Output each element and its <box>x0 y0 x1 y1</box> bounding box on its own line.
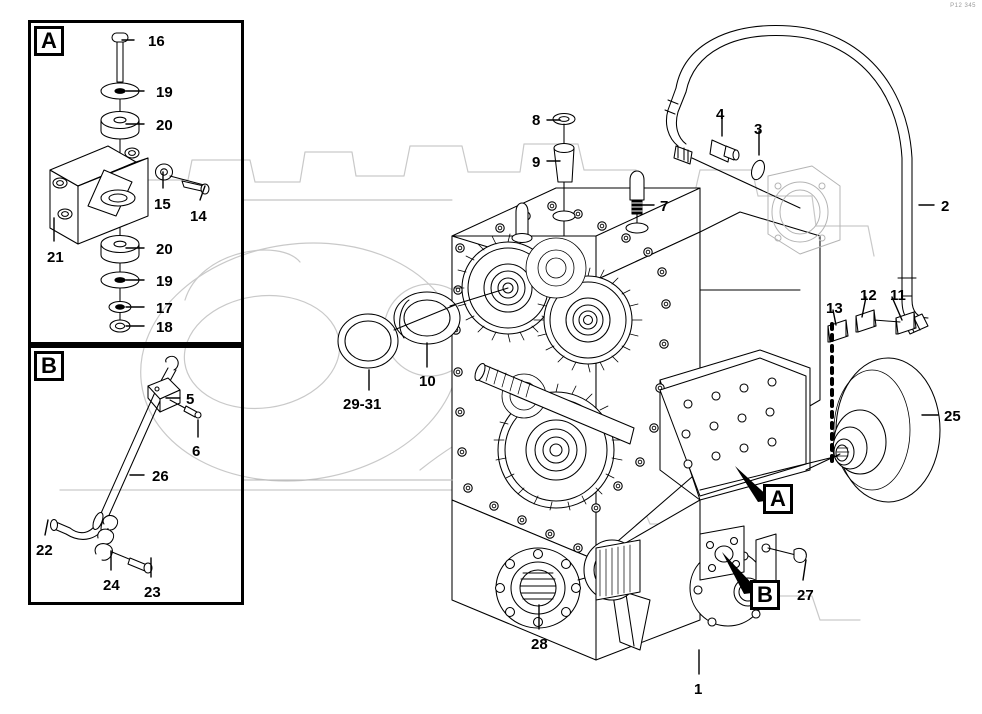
leader-line-27 <box>802 559 807 581</box>
callout-number-19: 19 <box>156 273 173 290</box>
callout-box-b: B <box>750 580 780 610</box>
callout-number-28: 28 <box>531 636 548 653</box>
callout-number-23: 23 <box>144 584 161 601</box>
leader-line-11 <box>891 296 903 321</box>
callout-number-6: 6 <box>192 443 201 460</box>
callout-number-14: 14 <box>190 208 207 225</box>
callout-number-25: 25 <box>944 408 961 425</box>
callout-number-20: 20 <box>156 117 173 134</box>
leader-lines <box>44 39 939 675</box>
callout-number-11: 11 <box>890 287 906 304</box>
callout-number-15: 15 <box>154 196 171 213</box>
callout-number-18: 18 <box>156 319 173 336</box>
callout-number-4: 4 <box>716 106 725 123</box>
callout-number-3: 3 <box>754 121 763 138</box>
callout-number-1: 1 <box>694 681 703 698</box>
callout-number-24: 24 <box>103 577 120 594</box>
callout-number-5: 5 <box>186 391 195 408</box>
callout-number-29-31: 29-31 <box>343 396 382 413</box>
callout-number-7: 7 <box>660 198 669 215</box>
detail-panel-b <box>28 345 244 605</box>
callout-number-20: 20 <box>156 241 173 258</box>
callout-number-22: 22 <box>36 542 53 559</box>
leader-line-14 <box>199 185 206 201</box>
callout-number-16: 16 <box>148 33 165 50</box>
leader-line-13 <box>832 309 837 326</box>
corner-code: P12 345 <box>950 3 976 9</box>
callout-number-2: 2 <box>941 198 950 215</box>
callout-number-17: 17 <box>156 300 173 317</box>
callout-number-13: 13 <box>826 300 843 317</box>
detail-b-artwork <box>49 355 202 574</box>
leader-line-12 <box>861 296 867 318</box>
hose-assembly-artwork <box>664 25 929 335</box>
callout-number-21: 21 <box>47 249 64 266</box>
leader-line-22 <box>44 519 49 536</box>
callout-number-10: 10 <box>419 373 436 390</box>
detail-a-artwork <box>49 32 210 333</box>
callout-box-a: A <box>763 484 793 514</box>
callout-number-19: 19 <box>156 84 173 101</box>
panel-label-b: B <box>34 351 64 381</box>
detail-panel-a <box>28 20 244 345</box>
callout-number-27: 27 <box>797 587 814 604</box>
callout-number-12: 12 <box>860 287 877 304</box>
callout-number-9: 9 <box>532 154 541 171</box>
callout-number-26: 26 <box>152 468 169 485</box>
panel-label-a: A <box>34 26 64 56</box>
callout-number-8: 8 <box>532 112 541 129</box>
